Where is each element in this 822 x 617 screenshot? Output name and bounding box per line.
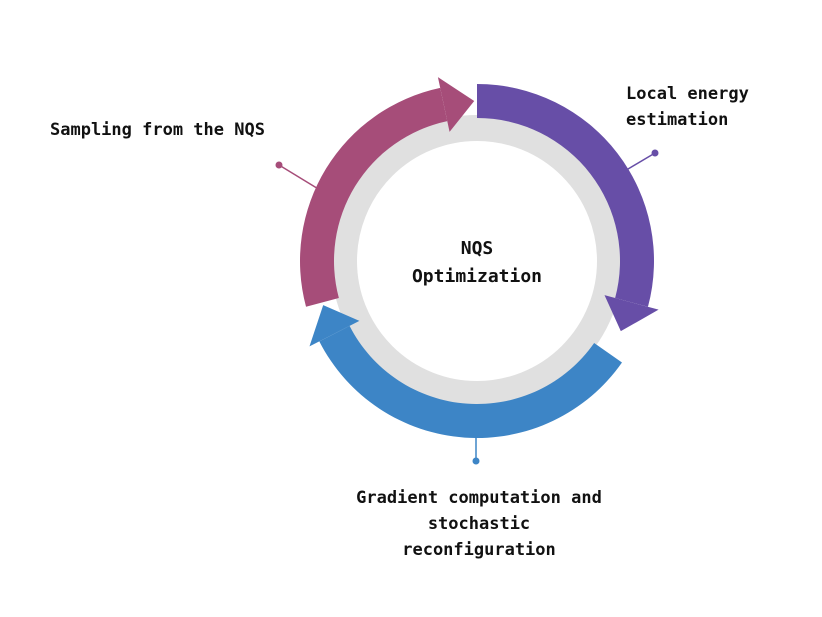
connector-dot-icon (472, 457, 480, 465)
step-label-gradient: Gradient computation and stochastic reco… (320, 485, 638, 563)
step-label-local-energy: Local energy estimation (626, 81, 749, 133)
center-label: NQS Optimization (377, 235, 577, 291)
step-label-line: reconfiguration (402, 540, 556, 560)
step-label-line: estimation (626, 110, 729, 130)
center-label-line: Optimization (411, 266, 543, 287)
connector-sampling (275, 161, 321, 191)
arc-gradient (319, 325, 622, 438)
step-label-sampling: Sampling from the NQS (50, 117, 265, 143)
step-label-line: Sampling from the NQS (50, 120, 265, 140)
center-label-line: NQS (460, 238, 494, 259)
step-label-line: stochastic (427, 514, 531, 534)
arrow-head-icon (309, 305, 360, 347)
connector-dot-icon (651, 149, 659, 157)
arc-sampling (300, 87, 448, 307)
arrow-head-icon (437, 77, 475, 132)
arrow-head-icon (604, 295, 659, 332)
connector-local-energy (622, 149, 659, 173)
connector-dot-icon (275, 161, 283, 169)
arc-local-energy (477, 84, 654, 307)
step-label-line: Gradient computation and (356, 488, 602, 508)
step-label-line: Local energy (626, 84, 749, 104)
inner-ring (331, 115, 623, 407)
